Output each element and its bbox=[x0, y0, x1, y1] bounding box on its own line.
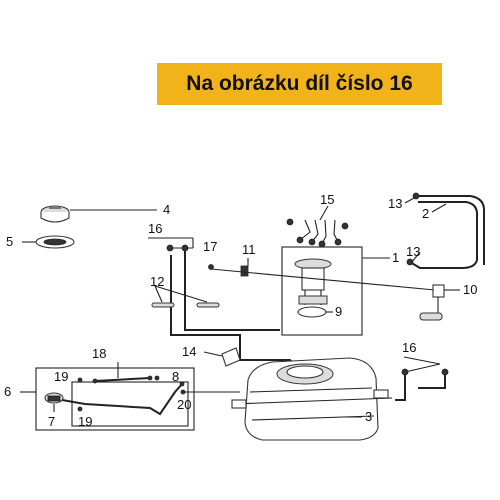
label-15: 15 bbox=[320, 192, 334, 207]
label-6: 6 bbox=[4, 384, 11, 399]
part-7-tap-valve bbox=[44, 392, 64, 404]
label-19-bottom: 19 bbox=[78, 414, 92, 429]
leader-2 bbox=[431, 203, 447, 213]
label-12: 12 bbox=[150, 274, 164, 289]
label-9: 9 bbox=[335, 304, 342, 319]
label-11: 11 bbox=[242, 242, 256, 257]
part-19-clip-bottom bbox=[77, 406, 83, 412]
label-4: 4 bbox=[163, 202, 170, 217]
part-14-decal bbox=[221, 347, 241, 367]
label-1: 1 bbox=[392, 250, 399, 265]
part-2-hose-assembly bbox=[406, 192, 486, 269]
part-18-fuel-pipe bbox=[92, 375, 160, 384]
label-14: 14 bbox=[182, 344, 196, 359]
label-19-top: 19 bbox=[54, 369, 68, 384]
part-5-gasket bbox=[35, 235, 75, 249]
label-20: 20 bbox=[177, 397, 191, 412]
part-4-fuel-cap bbox=[40, 205, 70, 223]
leader-16-right bbox=[403, 356, 441, 365]
leader-12 bbox=[154, 285, 163, 303]
part-3-fuel-tank bbox=[231, 357, 393, 441]
fuel-line-inner-box bbox=[71, 381, 189, 427]
label-16-left: 16 bbox=[148, 221, 162, 236]
label-3: 3 bbox=[365, 409, 372, 424]
label-17: 17 bbox=[203, 239, 217, 254]
part-9-o-ring bbox=[297, 306, 327, 318]
part-10-level-sensor bbox=[419, 284, 445, 321]
label-13-top: 13 bbox=[388, 196, 402, 211]
leader-14 bbox=[203, 351, 223, 357]
part-8-fuel-hose bbox=[61, 381, 185, 416]
leader-13-top bbox=[404, 196, 417, 204]
label-16-right: 16 bbox=[402, 340, 416, 355]
fuel-pump-group-box bbox=[281, 246, 363, 336]
label-13-bottom: 13 bbox=[406, 244, 420, 259]
fuel-line-group-box bbox=[35, 367, 195, 431]
label-10: 10 bbox=[463, 282, 477, 297]
leader-13-bottom bbox=[411, 251, 421, 263]
part-19-clip-top bbox=[77, 377, 83, 383]
label-5: 5 bbox=[6, 234, 13, 249]
label-7: 7 bbox=[48, 414, 55, 429]
part-12-hose-clamps bbox=[151, 302, 220, 308]
highlight-banner: Na obrázku díl číslo 16 bbox=[157, 63, 442, 105]
leader-15 bbox=[319, 205, 329, 221]
label-8: 8 bbox=[172, 369, 179, 384]
label-18: 18 bbox=[92, 346, 106, 361]
label-2: 2 bbox=[422, 206, 429, 221]
leader-17-10 bbox=[210, 268, 436, 291]
banner-text: Na obrázku díl číslo 16 bbox=[186, 72, 413, 95]
part-16-breather-hose-right bbox=[395, 363, 449, 401]
part-11-bolt bbox=[240, 265, 249, 277]
part-1-fuel-pump bbox=[294, 258, 332, 305]
part-15-wiring-harness bbox=[286, 218, 349, 248]
